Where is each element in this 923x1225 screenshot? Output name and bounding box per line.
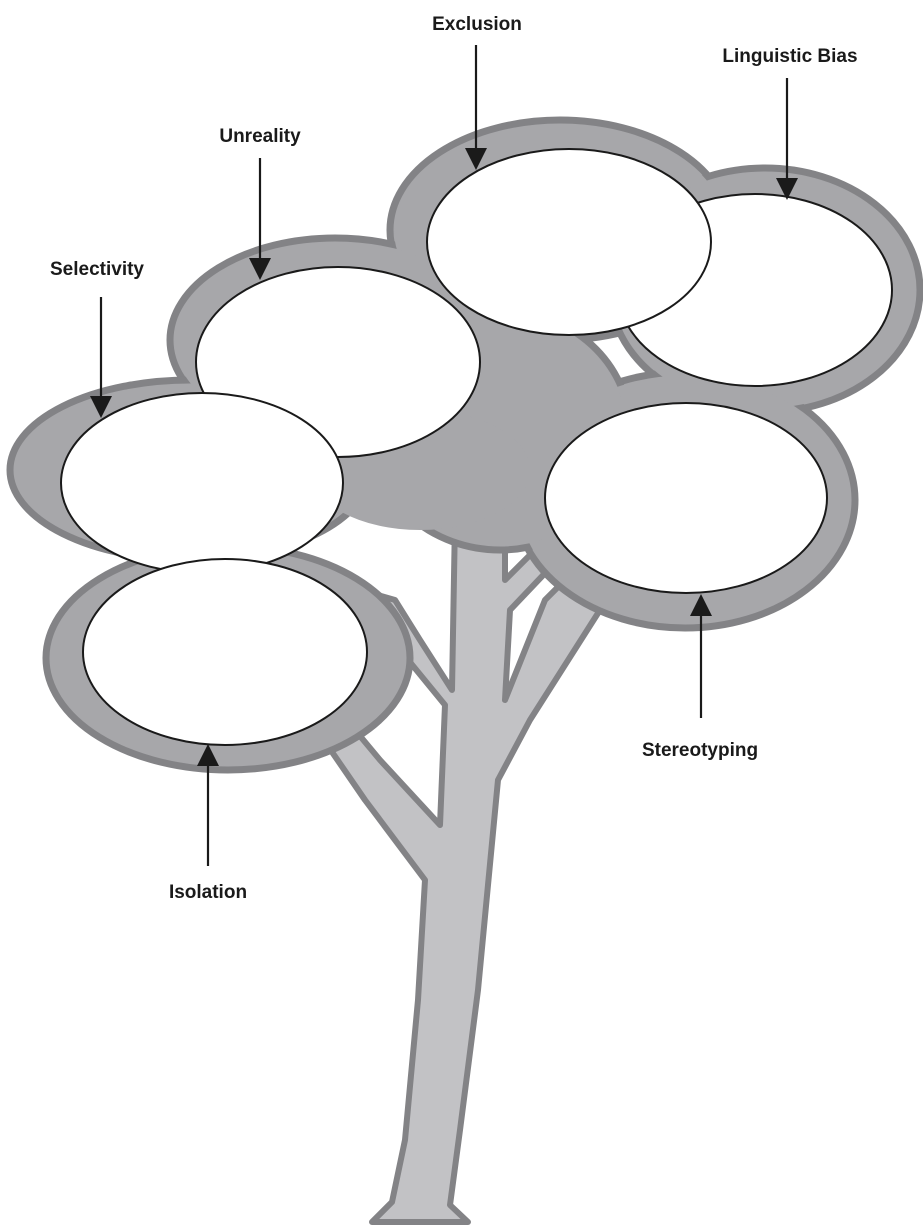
trunk-shape [307,517,603,1225]
label-isolation: Isolation [169,882,247,903]
label-exclusion: Exclusion [432,14,522,35]
bubble-stereotyping [544,402,828,594]
arrowhead-unreality [249,258,271,280]
labels: Exclusion Linguistic Bias Unreality Sele… [50,14,858,903]
bubble-selectivity [60,392,344,574]
label-stereotyping: Stereotyping [642,740,758,761]
label-unreality: Unreality [219,126,301,147]
tree-trunk [307,517,603,1225]
label-selectivity: Selectivity [50,259,144,280]
arrowhead-linguistic-bias [776,178,798,200]
arrowhead-isolation [197,744,219,766]
label-linguistic-bias: Linguistic Bias [722,46,857,67]
bubbles [60,148,893,746]
arrowhead-exclusion [465,148,487,170]
arrowhead-selectivity [90,396,112,418]
arrowhead-stereotyping [690,594,712,616]
bubble-exclusion [426,148,712,336]
arrows [90,45,798,866]
bubble-isolation [82,558,368,746]
